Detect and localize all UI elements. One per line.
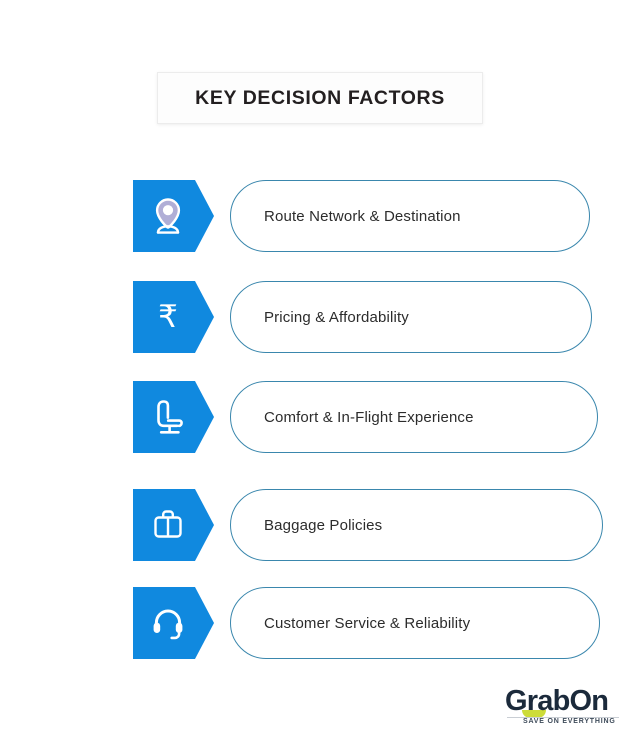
factor-label: Comfort & In-Flight Experience (264, 408, 474, 426)
factor-card (230, 489, 603, 561)
logo-wordmark: GrabOn (505, 685, 609, 717)
location-pin-icon (146, 194, 190, 238)
factor-chevron (133, 381, 214, 453)
factor-chevron (133, 489, 214, 561)
factor-label: Baggage Policies (264, 516, 383, 534)
rupee-icon: ₹ (146, 295, 190, 339)
airline-seat-icon (146, 395, 190, 439)
factor-card (230, 381, 598, 453)
logo-tagline: SAVE ON EVERYTHING (523, 718, 616, 725)
logo-divider (507, 717, 619, 718)
factor-chevron (133, 587, 214, 659)
factor-card (230, 281, 592, 353)
factor-label: Customer Service & Reliability (264, 614, 471, 632)
page-title-box: KEY DECISION FACTORS (157, 72, 483, 124)
page-title: KEY DECISION FACTORS (195, 86, 445, 109)
headset-icon (146, 601, 190, 645)
factor-label: Route Network & Destination (264, 207, 461, 225)
suitcase-icon (146, 503, 190, 547)
factor-chevron (133, 281, 214, 353)
factor-label: Pricing & Affordability (264, 308, 409, 326)
rupee-glyph: ₹ (158, 298, 178, 335)
logo-swoosh-accent (522, 710, 546, 718)
factor-card (230, 587, 600, 659)
graboN-logo: GrabOn SAVE ON EVERYTHING (505, 686, 621, 728)
factor-card (230, 180, 590, 252)
